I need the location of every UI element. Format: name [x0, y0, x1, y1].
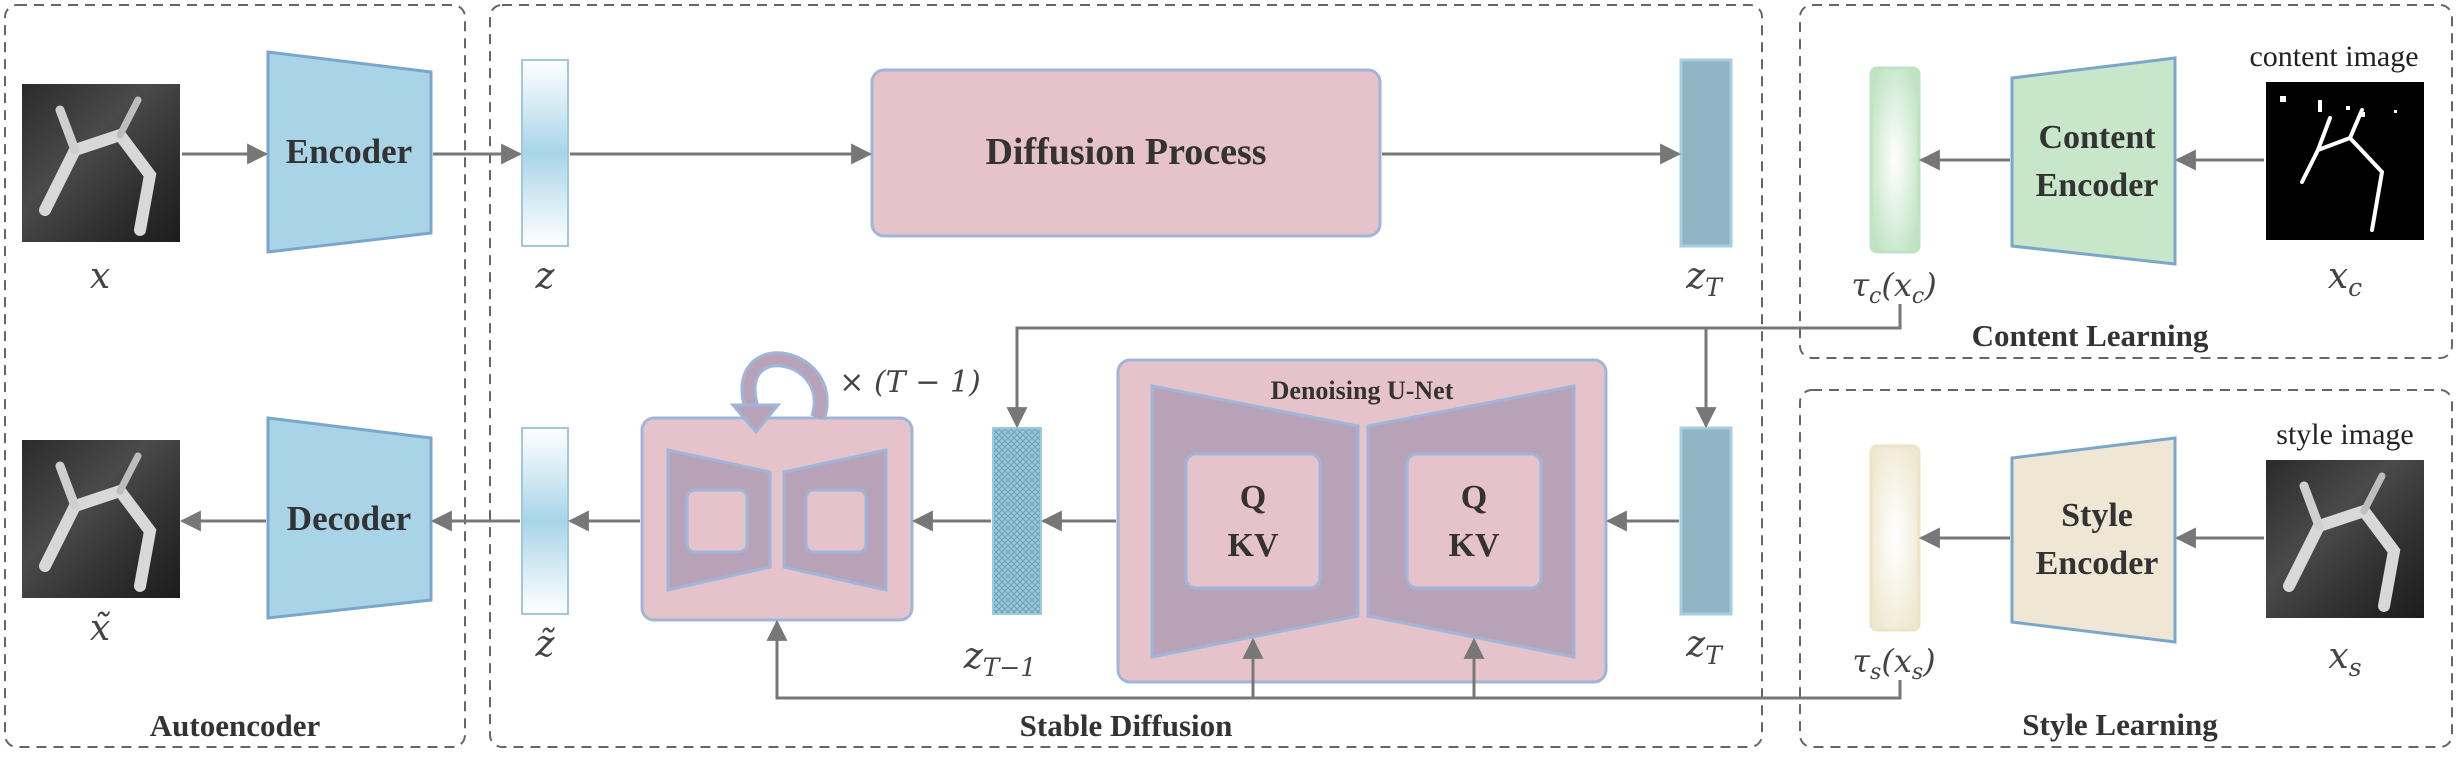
diffusion-process-label: Diffusion Process	[985, 131, 1266, 173]
content-image	[2266, 82, 2424, 240]
iterative-unet-block	[640, 416, 914, 622]
label-z-T-bottom: zT	[1685, 624, 1724, 670]
label-z-tilde: z̃	[535, 624, 556, 665]
encoder-label: Encoder	[286, 132, 412, 171]
decoder-block	[266, 416, 433, 620]
label-z: z	[535, 256, 556, 297]
label-tau-s: τs(xs)	[1852, 642, 1935, 685]
label-tau-c: τc(xc)	[1851, 266, 1936, 309]
denoising-unet-label: Denoising U-Net	[1271, 376, 1454, 405]
content-learning-panel-title: Content Learning	[1972, 318, 2209, 353]
loop-arrow-icon	[729, 351, 829, 435]
style-learning-panel	[1799, 389, 2453, 748]
content-image-caption: content image	[2249, 40, 2418, 73]
attention-kv-right: KV	[1449, 527, 1500, 564]
content-learning-panel	[1799, 4, 2453, 359]
content-embedding-tau-c	[1869, 66, 1921, 254]
style-image-caption: style image	[2276, 418, 2413, 451]
latent-z-T-bottom	[1679, 426, 1733, 616]
style-encoder-block	[2010, 436, 2177, 644]
style-condition-path	[766, 619, 1902, 700]
style-embedding-tau-s	[1869, 444, 1921, 632]
content-encoder-label-line1: Content	[2038, 119, 2156, 156]
denoising-unet-block	[1116, 358, 1608, 684]
style-learning-panel-title: Style Learning	[2022, 707, 2218, 742]
label-x: x	[90, 256, 110, 297]
autoencoder-panel-title: Autoencoder	[150, 708, 321, 743]
style-image	[2266, 460, 2424, 618]
input-image-x	[22, 84, 180, 242]
latent-z-T-top	[1679, 58, 1733, 248]
style-encoder-label-line2: Encoder	[2036, 545, 2159, 582]
label-x-tilde: x̃	[90, 608, 110, 649]
latent-z-tilde	[521, 427, 569, 615]
decoder-label: Decoder	[287, 499, 411, 538]
output-image-x-tilde	[22, 440, 180, 598]
content-condition-path	[1006, 304, 1902, 429]
connection-arrows	[179, 143, 2264, 700]
label-z-T-minus-1: zT−1	[963, 636, 1037, 682]
label-z-T-top: zT	[1685, 256, 1724, 302]
attention-q-left: Q	[1240, 479, 1266, 516]
latent-z	[521, 59, 569, 247]
encoder-block	[266, 50, 433, 254]
attention-q-right: Q	[1461, 479, 1487, 516]
label-x-c: xc	[2328, 256, 2362, 302]
style-encoder-label-line1: Style	[2061, 497, 2133, 534]
content-encoder-block	[2010, 56, 2177, 266]
repeat-label: × (T − 1)	[839, 365, 980, 400]
latent-z-T-minus-1	[992, 427, 1042, 615]
content-encoder-label-line2: Encoder	[2036, 167, 2159, 204]
label-x-s: xs	[2328, 636, 2361, 682]
stable-diffusion-panel-title: Stable Diffusion	[1020, 708, 1233, 743]
stable-diffusion-panel	[489, 4, 1763, 748]
attention-kv-left: KV	[1228, 527, 1279, 564]
